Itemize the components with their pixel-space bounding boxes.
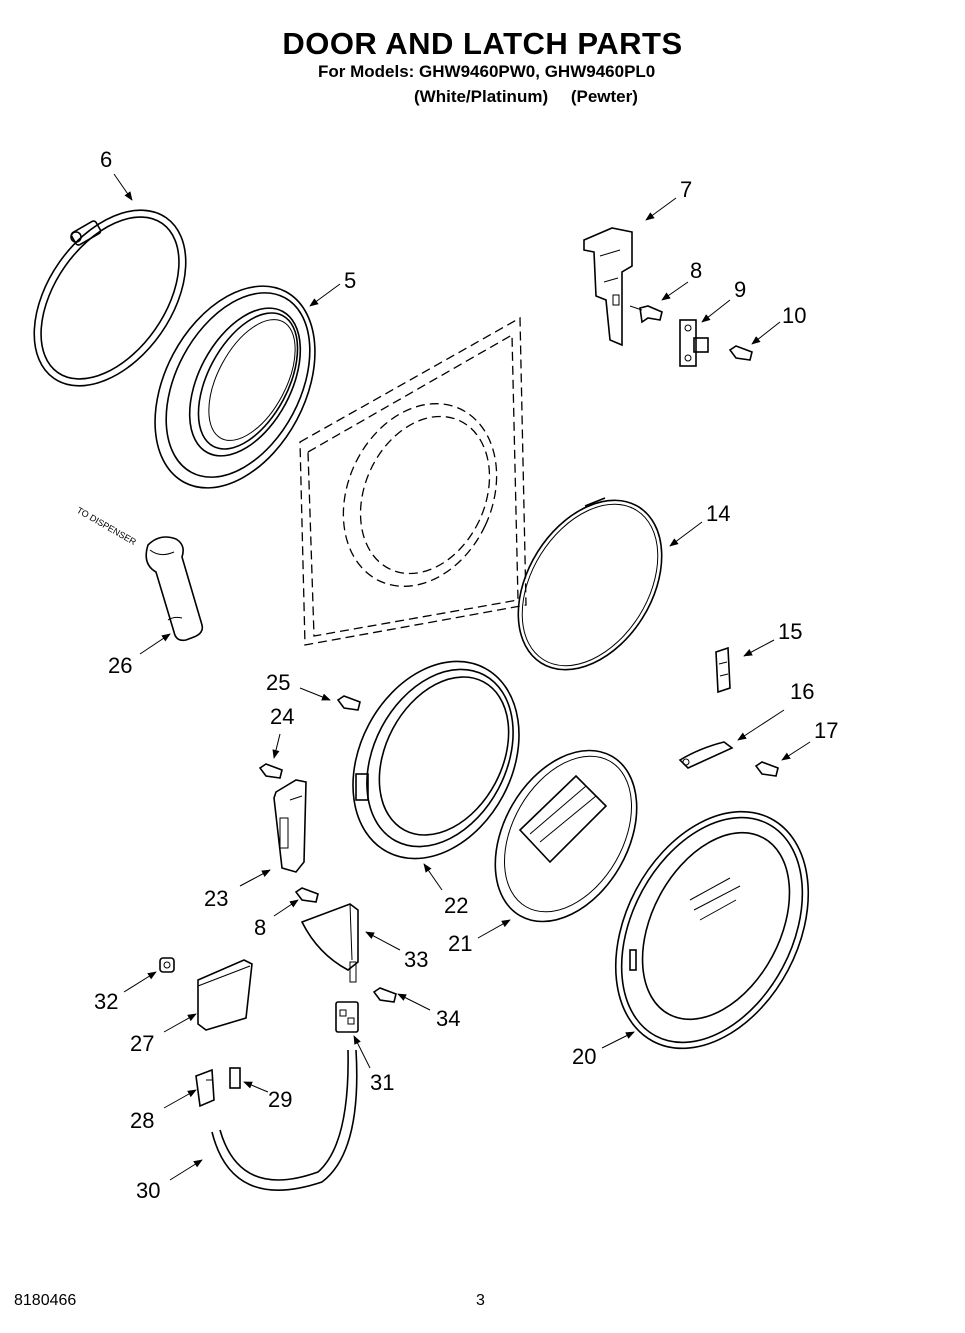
callout-label-29: 29 [268,1087,292,1112]
hinge-screw-part [629,305,663,324]
callout-label-31: 31 [370,1070,394,1095]
callout-21: 21 [448,919,511,956]
callout-label-16: 16 [790,679,814,704]
callout-label-26: 26 [108,653,132,678]
page-number: 3 [476,1292,485,1309]
clamp-ring-part [33,209,187,387]
outer-door-part [614,810,810,1050]
callout-label-8-upper: 8 [690,258,702,283]
handle-bracket-screw-part [294,887,319,903]
callout-16: 16 [737,679,814,741]
callout-label-25: 25 [266,670,290,695]
door-glass-part [494,749,638,923]
callout-29: 29 [243,1081,292,1112]
strike-screw-part [728,345,753,361]
callout-label-14: 14 [706,501,730,526]
callout-label-10: 10 [782,303,806,328]
hinge-part [583,227,633,347]
callout-label-15: 15 [778,619,802,644]
callout-31: 31 [353,1035,394,1095]
callout-23: 23 [204,869,271,911]
color-white-platinum: (White/Platinum) [414,87,549,106]
callout-label-5: 5 [344,268,356,293]
callout-8-lower: 8 [254,899,299,940]
callout-27: 27 [130,1013,197,1056]
latch-screw-part [372,987,397,1003]
door-latch-part [335,1001,359,1033]
callout-label-7: 7 [680,177,692,202]
callout-9: 9 [701,277,746,323]
callout-6: 6 [100,147,133,201]
callout-label-6: 6 [100,147,112,172]
callout-28: 28 [130,1089,197,1133]
latch-keeper-part [715,646,731,694]
callout-30: 30 [136,1159,203,1203]
handle-cover-part [197,959,253,1031]
door-boot-part [154,285,316,489]
bracket-screw-part [754,761,779,777]
seal-strip-part [211,1049,358,1191]
callout-label-28: 28 [130,1108,154,1133]
callout-label-21: 21 [448,931,472,956]
dispenser-hose-part [145,536,204,642]
to-dispenser-note: TO DISPENSER [75,505,138,547]
callout-label-33: 33 [404,947,428,972]
callout-label-17: 17 [814,718,838,743]
document-number: 8180466 [14,1292,77,1309]
callout-label-24: 24 [270,704,294,729]
callout-label-34: 34 [436,1006,460,1031]
callout-15: 15 [743,619,802,657]
callout-label-27: 27 [130,1031,154,1056]
callout-14: 14 [669,501,730,547]
callout-17: 17 [781,718,838,761]
front-panel-reference [299,316,527,646]
callout-32: 32 [94,971,157,1014]
page-title: DOOR AND LATCH PARTS [282,26,683,61]
callout-34: 34 [397,993,460,1031]
callout-20: 20 [572,1031,635,1069]
callout-label-30: 30 [136,1178,160,1203]
door-strike-part [679,319,709,367]
handle-bracket-part [273,779,307,873]
callout-label-9: 9 [734,277,746,302]
callout-24: 24 [270,704,294,759]
models-line: For Models: GHW9460PW0, GHW9460PL0 [318,62,656,81]
callout-8-upper: 8 [661,258,702,301]
model-colors: (White/Platinum) (Pewter) [414,87,656,107]
door-handle-part [300,903,359,983]
callout-33: 33 [365,931,428,972]
callout-label-8-lower: 8 [254,915,266,940]
callout-label-32: 32 [94,989,118,1014]
callout-10: 10 [751,303,806,345]
frame-screw-part [336,695,361,711]
inner-door-frame-part [352,660,520,860]
callout-5: 5 [309,268,356,307]
pad-part [229,1067,241,1089]
door-gasket-part [517,497,663,671]
bracket-part [678,741,734,769]
callout-label-23: 23 [204,886,228,911]
clip-part [195,1068,215,1108]
handle-nut-part [159,957,175,973]
handle-screw-part [258,763,283,779]
callout-22: 22 [423,863,468,918]
callout-7: 7 [645,177,692,221]
callout-label-22: 22 [444,893,468,918]
callout-26: 26 [108,633,171,678]
callout-label-20: 20 [572,1044,596,1069]
callout-25: 25 [266,670,331,701]
color-pewter: (Pewter) [570,87,638,106]
